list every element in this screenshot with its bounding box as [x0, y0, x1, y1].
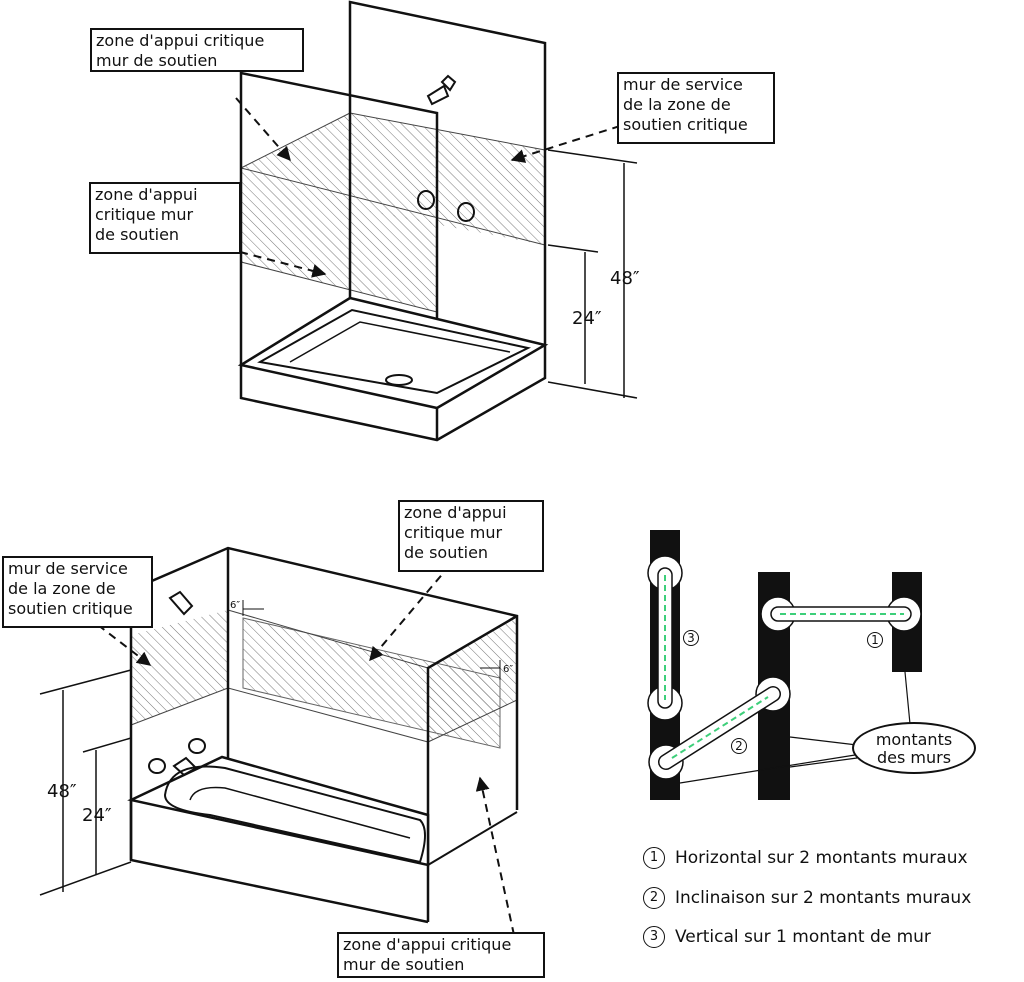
grab-bar-vertical — [647, 555, 683, 721]
bottom-dim-48: 48″ — [47, 781, 77, 802]
top-dim-48: 48″ — [610, 268, 640, 289]
top-label-critical-zone-left: zone d'appui critique mur de soutien — [89, 182, 241, 254]
legend-number-3: 3 — [643, 926, 665, 948]
shower-back-hatch-zone — [350, 113, 545, 245]
bathtub — [127, 546, 519, 924]
shower-stall — [237, 0, 549, 442]
top-label-service-wall: mur de service de la zone de soutien cri… — [617, 72, 775, 144]
bottom-label-critical-zone-top: zone d'appui critique mur de soutien — [398, 500, 544, 572]
offset-label-left: 6″ — [230, 600, 241, 611]
legend-number-2: 2 — [643, 887, 665, 909]
marker-1: 1 — [867, 632, 883, 648]
legend-item-2: 2 Inclinaison sur 2 montants muraux — [643, 887, 971, 909]
legend-item-3: 3 Vertical sur 1 montant de mur — [643, 926, 931, 948]
legend-text-3: Vertical sur 1 montant de mur — [675, 927, 931, 947]
marker-2: 2 — [731, 738, 747, 754]
bottom-dim-24: 24″ — [82, 805, 112, 826]
bottom-label-service-wall: mur de service de la zone de soutien cri… — [2, 556, 153, 628]
top-dim-24: 24″ — [572, 308, 602, 329]
grab-bar-horizontal — [760, 596, 922, 632]
top-label-critical-zone: zone d'appui critique mur de soutien — [90, 28, 304, 72]
tub-left-hatch-zone — [131, 610, 228, 725]
legend-text-1: Horizontal sur 2 montants muraux — [675, 848, 968, 868]
bottom-arrows — [97, 564, 515, 936]
offset-markers — [242, 600, 501, 680]
shower-side-hatch-zone — [241, 113, 437, 312]
tub-right-hatch-zone — [428, 618, 517, 742]
grab-bar-diagonal — [648, 676, 791, 780]
legend-item-1: 1 Horizontal sur 2 montants muraux — [643, 847, 968, 869]
offset-label-right: 6″ — [503, 664, 514, 675]
bottom-label-critical-zone-bottom: zone d'appui critique mur de soutien — [337, 932, 545, 978]
bottom-dimension-lines — [39, 669, 132, 896]
legend-number-1: 1 — [643, 847, 665, 869]
top-dimension-lines — [547, 149, 638, 399]
grab-bar-diagram — [647, 530, 922, 800]
studs-label: montants des murs — [852, 722, 976, 774]
legend-text-2: Inclinaison sur 2 montants muraux — [675, 888, 972, 908]
marker-3: 3 — [683, 630, 699, 646]
top-arrows — [235, 97, 621, 278]
